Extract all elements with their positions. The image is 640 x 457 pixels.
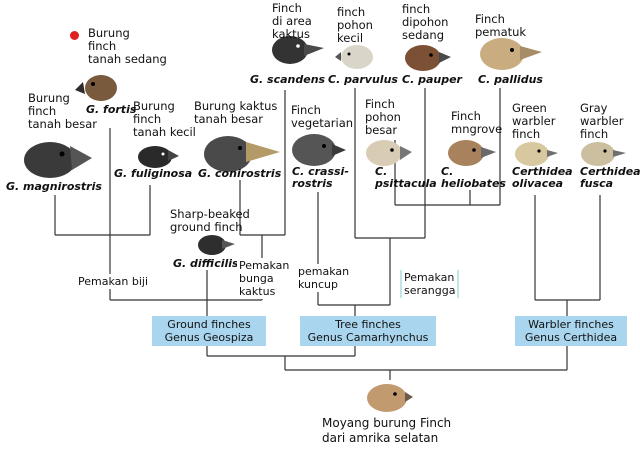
bird-ce-olivacea-icon [515, 142, 558, 166]
label-latin-g-fortis: G. fortis [86, 103, 137, 116]
bird-ancestor-icon [367, 384, 413, 412]
bird-c-crassirostris-icon [292, 134, 346, 166]
label-latin-g-fuliginosa: G. fuliginosa [114, 167, 193, 180]
bird-g-fortis-icon [75, 75, 117, 101]
bird-ce-fusca-icon [581, 142, 626, 166]
red-dot-icon [70, 31, 79, 40]
bird-c-pauper-icon [405, 45, 451, 71]
label-latin-g-magnirostris: G. magnirostris [6, 180, 102, 193]
diet-label-seed-eater: Pemakan biji [76, 274, 151, 289]
bird-g-fuliginosa-icon [138, 146, 179, 168]
bird-g-magnirostris-icon [24, 142, 92, 178]
label-latin-c-heliobates: C.heliobates [441, 165, 506, 190]
label-latin-c-crassirostris: C. crassi-rostris [292, 165, 349, 190]
bird-c-pallidus-icon [480, 38, 542, 70]
label-latin-g-scandens: G. scandens [250, 73, 326, 86]
label-latin-g-difficilis: G. difficilis [173, 257, 239, 270]
label-latin-g-conirostris: G. conirostris [198, 167, 282, 180]
bird-c-parvulus-icon [335, 45, 373, 69]
label-latin-c-pauper: C. pauper [402, 73, 462, 86]
bird-c-heliobates-icon [448, 140, 496, 166]
bird-c-psittacula-icon [366, 140, 412, 166]
label-latin-c-parvulus: C. parvulus [328, 73, 398, 86]
label-latin-c-pallidus: C. pallidus [478, 73, 543, 86]
bird-g-conirostris-icon [204, 136, 280, 172]
label-latin-c-psittacula: C.psittacula [375, 165, 437, 190]
bird-g-difficilis-icon [198, 235, 235, 255]
bird-g-scandens-icon [272, 36, 324, 64]
